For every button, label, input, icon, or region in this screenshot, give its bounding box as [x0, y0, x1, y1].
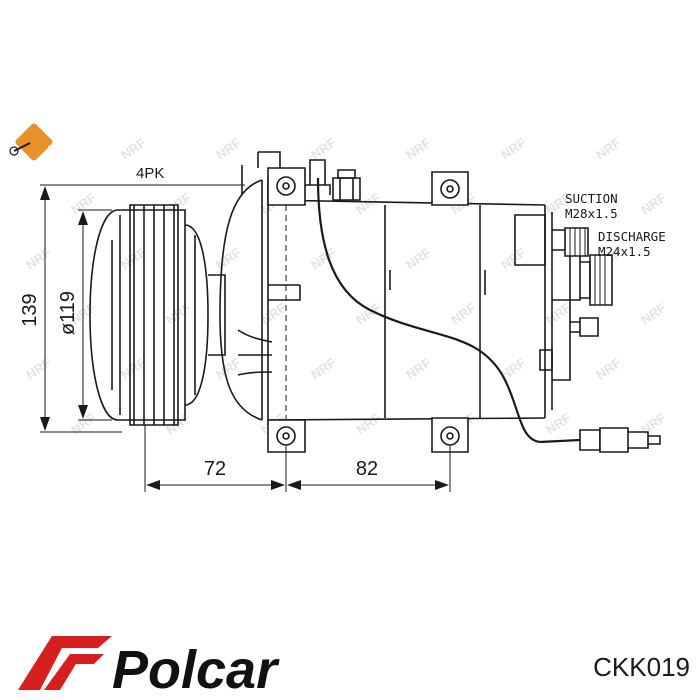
- watermark-mark: NRF: [403, 355, 434, 383]
- watermark-mark: NRF: [543, 300, 574, 328]
- mount-ear-top-left: [257, 151, 306, 206]
- watermark-mark: NRF: [118, 135, 149, 163]
- watermark-mark: NRF: [498, 245, 529, 273]
- watermark-mark: NRF: [23, 245, 54, 273]
- watermark-mark: NRF: [308, 355, 339, 383]
- watermark-mark: NRF: [593, 135, 624, 163]
- height-dimension-label: 139: [19, 293, 41, 326]
- discharge-thread-label: M24x1.5: [598, 244, 651, 259]
- watermark-mark: NRF: [638, 300, 669, 328]
- product-code: CKK019: [593, 652, 690, 682]
- offset-left-label: 72: [204, 458, 226, 480]
- watermark-mark: NRF: [543, 410, 574, 438]
- pulley: [89, 204, 226, 426]
- suction-label: SUCTION: [565, 191, 618, 206]
- watermark-mark: NRF: [403, 245, 434, 273]
- discharge-label: DISCHARGE: [598, 229, 666, 244]
- watermark-mark: NRF: [213, 135, 244, 163]
- pulley-diameter-label: ø119: [57, 291, 79, 335]
- polcar-logo: Polcar: [18, 636, 280, 700]
- watermark-mark: NRF: [403, 135, 434, 163]
- mount-ear-bottom-right: [431, 417, 469, 453]
- watermark-mark: NRF: [308, 135, 339, 163]
- dimension-lines: [40, 184, 451, 492]
- offset-right-label: 82: [356, 458, 378, 480]
- watermark-mark: NRF: [593, 355, 624, 383]
- watermark-mark: NRF: [638, 190, 669, 218]
- watermark-mark: NRF: [23, 355, 54, 383]
- top-bolt: [332, 169, 361, 201]
- watermark-mark: NRF: [353, 410, 384, 438]
- compressor-body: [219, 165, 581, 422]
- belt-dimension-label: 4PK: [136, 165, 164, 182]
- watermark-mark: NRF: [498, 135, 529, 163]
- easyfit-badge: easyfit: [9, 123, 58, 163]
- mount-ear-top-right: [431, 171, 469, 206]
- brand-name: Polcar: [112, 640, 280, 700]
- suction-port: [564, 227, 589, 257]
- watermark-mark: NRF: [448, 300, 479, 328]
- discharge-port: [580, 254, 613, 306]
- watermark-mark: NRF: [308, 245, 339, 273]
- mount-ear-bottom-left: [267, 419, 306, 453]
- watermark-mark: NRF: [213, 245, 244, 273]
- clutch-cable: [309, 159, 661, 453]
- watermark-mark: NRF: [638, 410, 669, 438]
- suction-thread-label: M28x1.5: [565, 206, 618, 221]
- watermark-mark: NRF: [213, 355, 244, 383]
- rear-bolt: [570, 317, 599, 337]
- watermark-mark: NRF: [498, 355, 529, 383]
